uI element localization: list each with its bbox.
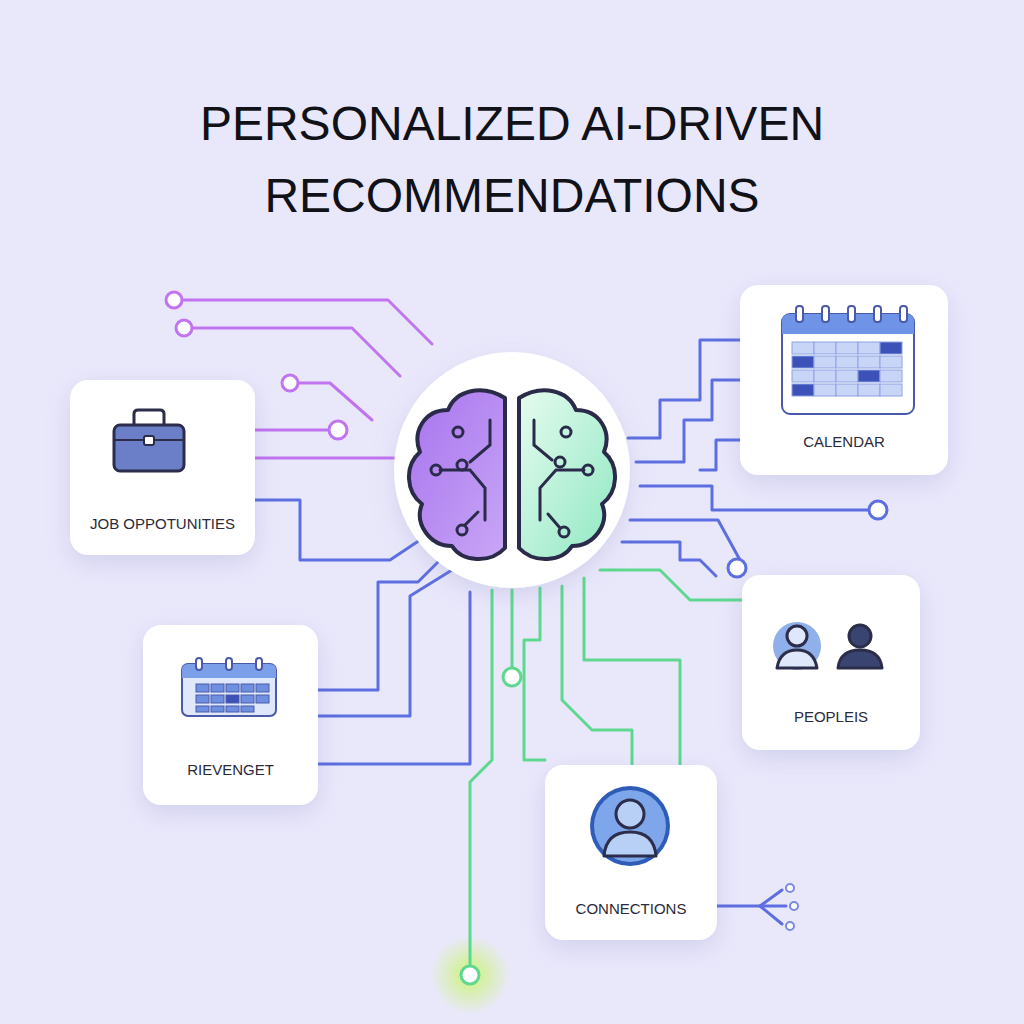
diagram-title: PERSONALIZED AI-DRIVEN RECOMMENDATIONS [12,88,1012,232]
card-label: RIEVENGET [187,761,274,779]
card-box: PEOPLEIS [742,575,920,750]
card-label: JOB OPPOTUNITIES [90,515,235,533]
brain-icon [394,352,630,588]
card-box: CALENDAR [740,285,948,475]
card-label: PEOPLEIS [794,708,868,726]
card-label: CONNECTIONS [576,900,687,918]
people-icon [773,622,882,670]
calendar-icon [782,306,914,414]
person-icon [590,786,670,866]
card-label: CALENDAR [803,433,885,451]
briefcase-icon [114,410,184,471]
card-box: RIEVENGET [143,625,318,805]
calendar-icon [182,658,276,716]
card-box: CONNECTIONS [545,765,717,940]
card-box: JOB OPPOTUNITIES [70,380,255,555]
